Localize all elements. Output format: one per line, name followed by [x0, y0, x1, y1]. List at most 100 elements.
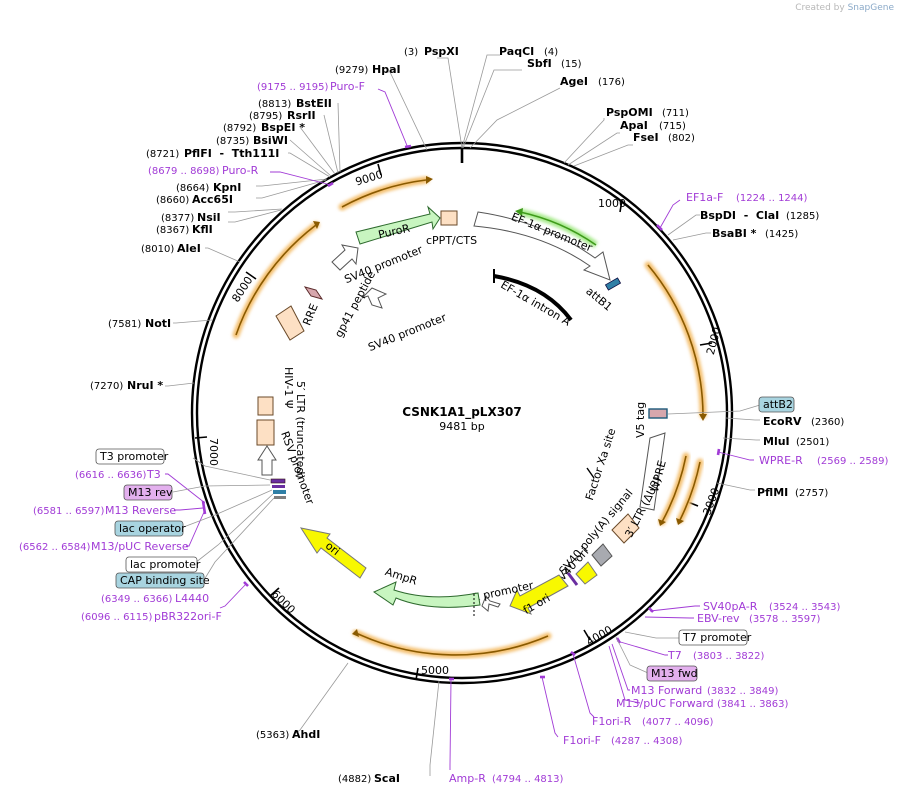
primer-mark-t7: [615, 637, 622, 644]
primer-amp-r-name: Amp-R: [449, 772, 486, 785]
site-agei-pos: (176): [598, 77, 625, 88]
primer-m13-puc-reverse: (6562 .. 6584) M13/pUC Reverse: [19, 540, 189, 553]
sv40-promoter-arrow-1: [331, 244, 359, 271]
rre-label: RRE: [300, 302, 320, 328]
tick-7000: [194, 436, 208, 439]
primer-mark-m13-rev: [201, 500, 207, 515]
site-apai-name: ApaI: [620, 119, 648, 132]
site-ecorv: EcoRV (2360): [763, 415, 844, 428]
tick-label-3000: 3000: [701, 486, 723, 517]
backbone-outer-strand: [190, 141, 734, 685]
site-agei: AgeI (176): [560, 75, 625, 88]
primer-mark-ef1a-f: [656, 224, 663, 231]
primer-sv40pa-r-name: SV40pA-R: [703, 600, 758, 613]
box-lac-promoter: lac promoter: [125, 556, 201, 573]
site-fsei-name: FseI: [633, 131, 659, 144]
site-pflmi-name: PflMI: [757, 486, 788, 499]
primer-m13-puc-forward-range: (3841 .. 3863): [717, 699, 789, 710]
site-noti-pos: (7581): [108, 319, 141, 330]
snapgene-brand: SnapGene: [847, 3, 894, 13]
hiv-psi-label: HIV-1 Ψ: [282, 367, 295, 409]
primer-puro-r-range: (8679 .. 8698): [148, 166, 220, 177]
primer-f1ori-f: F1ori-F (4287 .. 4308): [563, 734, 683, 747]
ampr-label: AmpR: [383, 565, 419, 588]
site-ecorv-name: EcoRV: [763, 415, 802, 428]
plasmid-title: CSNK1A1_pLX307: [402, 405, 522, 420]
feature-boxes: attB2 T7 promoter M13 fwd T3 promoter M1…: [95, 396, 795, 682]
site-acc65i-name: Acc65I: [192, 193, 233, 206]
t3-binding-marker: [270, 478, 286, 484]
primer-m13-puc-reverse-name: M13/pUC Reverse: [91, 540, 189, 553]
tick-4000: [583, 629, 591, 641]
tick-label-7000: 7000: [207, 438, 220, 466]
sv40-ori-primer-mark: [566, 572, 579, 586]
site-apai: ApaI (715): [620, 119, 686, 132]
site-alei: (8010) AleI: [141, 242, 201, 255]
plasmid-size: 9481 bp: [439, 420, 484, 433]
site-bsabi: BsaBI * (1425): [712, 227, 798, 240]
site-scai-name: ScaI: [374, 772, 400, 785]
site-nsii: (8377) NsiI: [161, 211, 221, 224]
tick-8000: [245, 271, 257, 280]
orf-arc-bottom: [352, 629, 552, 659]
site-bspei: (8792) BspEI *: [223, 121, 305, 134]
primer-ef1a-f: EF1a-F (1224 .. 1244): [686, 191, 808, 204]
ltr5-label: 5′ LTR (truncated): [294, 381, 307, 479]
box-lac-promoter-label: lac promoter: [130, 558, 201, 571]
orf-arc-right: [644, 261, 707, 421]
site-mlui-name: MluI: [763, 435, 790, 448]
site-pflmi: PflMI (2757): [757, 486, 828, 499]
box-leader-lines: [172, 404, 761, 674]
site-bsiwi-name: BsiWI: [253, 134, 288, 147]
box-t7-promoter-label: T7 promoter: [682, 631, 752, 644]
enzyme-site-labels: (3) PspXI PaqCI (4) SbfI (15) AgeI (176)…: [90, 45, 844, 785]
v5-tag-marker: [648, 408, 668, 419]
ltr5-box: [256, 419, 275, 446]
site-kpni: (8664) KpnI: [176, 181, 241, 194]
site-mlui-pos: (2501): [796, 437, 829, 448]
site-scai: (4882) ScaI: [338, 772, 400, 785]
snapgene-credit: Created by SnapGene: [795, 3, 894, 13]
site-pspomi-pos: (711): [662, 108, 689, 119]
site-sbfi: SbfI (15): [527, 57, 582, 70]
primer-amp-r: Amp-R (4794 .. 4813): [449, 772, 564, 785]
primer-amp-r-range: (4794 .. 4813): [492, 774, 564, 785]
site-pflfi-pos: (8721): [146, 149, 179, 160]
site-pspxi-name: PspXI: [424, 45, 459, 58]
ori-arrow: [299, 527, 367, 579]
primer-puro-r-name: Puro-R: [222, 164, 259, 177]
site-sbfi-name: SbfI: [527, 57, 552, 70]
enzyme-leader-lines: [165, 54, 760, 776]
ef1a-intron-label: EF-1α intron A: [498, 278, 573, 329]
m13-rev-marker: [272, 485, 285, 488]
ampr-promoter-arrow: [481, 595, 501, 612]
box-m13-rev: M13 rev: [123, 484, 173, 501]
orf-arc-left: [232, 221, 320, 339]
primer-m13-forward: M13 Forward (3832 .. 3849): [631, 684, 779, 697]
wpre-arrow: [639, 432, 666, 511]
lac-operator-marker: [273, 490, 286, 494]
site-hpai-name: HpaI: [372, 63, 401, 76]
tick-6000: [269, 587, 280, 597]
site-sbfi-pos: (15): [561, 59, 582, 70]
box-lac-operator: lac operator: [114, 520, 186, 537]
site-bspei-pos: (8792): [223, 123, 256, 134]
primer-ebv-rev: EBV-rev (3578 .. 3597): [697, 612, 821, 625]
primer-m13-forward-name: M13 Forward: [631, 684, 702, 697]
tick-5000: [415, 667, 419, 681]
primer-m13-reverse: (6581 .. 6597) M13 Reverse: [33, 504, 176, 517]
v5-tag-label: V5 tag: [634, 402, 647, 438]
site-bsteii-name: BstEII: [296, 97, 332, 110]
sv40-ori-box: [575, 561, 598, 585]
site-rsrii-pos: (8795): [249, 111, 282, 122]
ef1a-promoter-arrow: [473, 211, 611, 281]
site-bsteii: (8813) BstEII: [258, 97, 332, 110]
site-pflfi-name: PflFI - Tth111I: [184, 147, 279, 160]
primer-mark-f1ori-r: [570, 650, 576, 657]
primer-puro-f: (9175 .. 9195) Puro-F: [257, 80, 365, 93]
orange-feature-arcs: [232, 176, 707, 659]
primer-f1ori-r-range: (4077 .. 4096): [642, 717, 714, 728]
site-kfli: (8367) KflI: [156, 223, 213, 236]
site-acc65i-pos: (8660): [156, 195, 189, 206]
site-paqci: PaqCI (4): [499, 45, 558, 58]
